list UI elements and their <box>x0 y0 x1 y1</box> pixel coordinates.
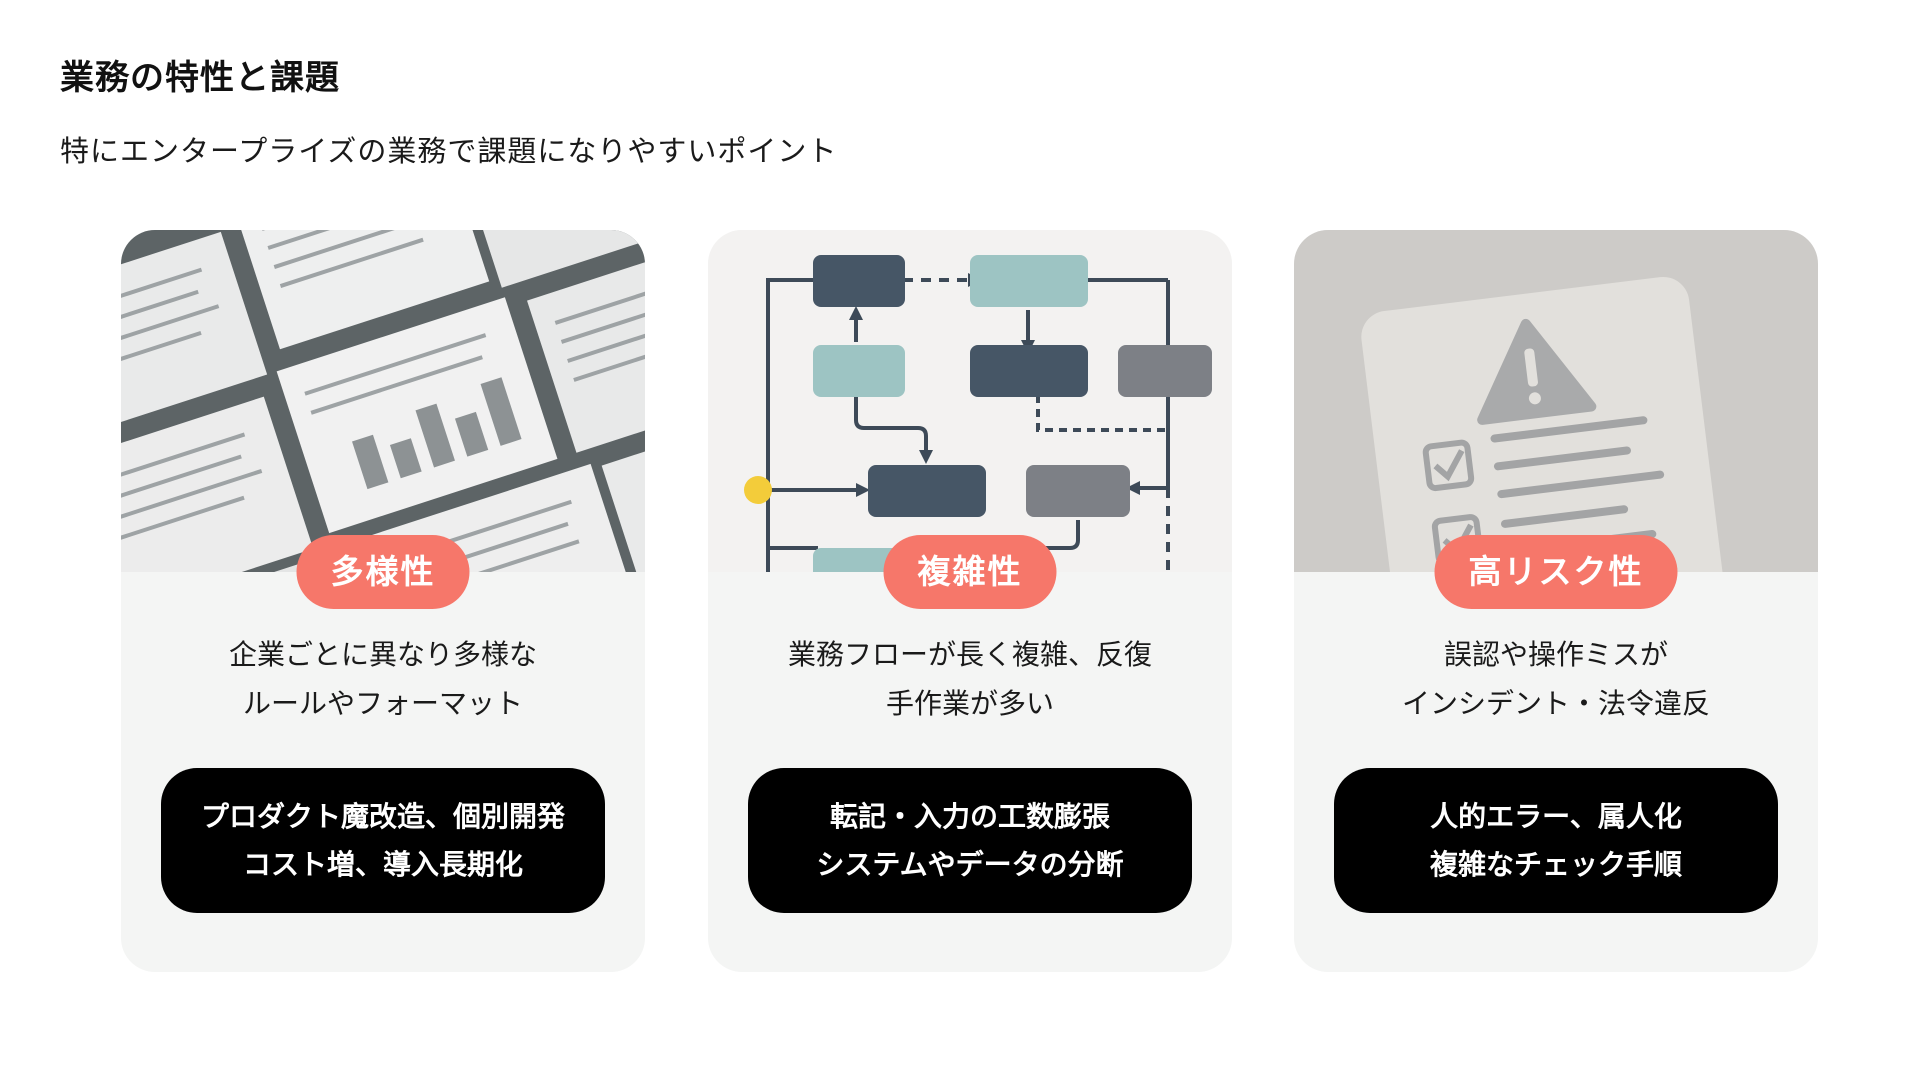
description-line: 業務フローが長く複雑、反復 <box>787 638 1152 671</box>
issue-line: プロダクト魔改造、個別開発 <box>200 799 565 833</box>
description-line: ルールやフォーマット <box>242 687 523 720</box>
page-title: 業務の特性と課題 <box>60 58 340 98</box>
card-high-risk: 高リスク性 誤認や操作ミスが インシデント・法令違反 人的エラー、属人化 複雑な… <box>1294 230 1818 972</box>
warning-checklist-illustration-icon <box>1294 230 1818 572</box>
issue-box: 転記・入力の工数膨張 システムやデータの分断 <box>748 768 1192 913</box>
issue-line: 複雑なチェック手順 <box>1429 847 1682 881</box>
issue-line: コスト増、導入長期化 <box>242 847 523 881</box>
badge-diversity: 多様性 <box>296 535 470 609</box>
issue-box: プロダクト魔改造、個別開発 コスト増、導入長期化 <box>161 768 605 913</box>
page-subtitle: 特にエンタープライズの業務で課題になりやすいポイント <box>60 134 838 168</box>
description-line: 手作業が多い <box>885 687 1054 720</box>
card-description: 企業ごとに異なり多様な ルールやフォーマット <box>121 630 645 728</box>
issue-box: 人的エラー、属人化 複雑なチェック手順 <box>1334 768 1778 913</box>
card-description: 誤認や操作ミスが インシデント・法令違反 <box>1294 630 1818 728</box>
card-complexity: 複雑性 業務フローが長く複雑、反復 手作業が多い 転記・入力の工数膨張 システム… <box>708 230 1232 972</box>
issue-line: 人的エラー、属人化 <box>1430 799 1682 833</box>
issue-line: 転記・入力の工数膨張 <box>829 799 1110 833</box>
card-description: 業務フローが長く複雑、反復 手作業が多い <box>708 630 1232 728</box>
documents-illustration-icon <box>121 230 645 572</box>
description-line: 誤認や操作ミスが <box>1443 638 1668 671</box>
description-line: 企業ごとに異なり多様な <box>228 638 537 671</box>
description-line: インシデント・法令違反 <box>1401 687 1710 720</box>
badge-high-risk: 高リスク性 <box>1434 535 1678 609</box>
flowchart-illustration-icon <box>708 230 1232 572</box>
badge-complexity: 複雑性 <box>883 535 1057 609</box>
card-diversity: 多様性 企業ごとに異なり多様な ルールやフォーマット プロダクト魔改造、個別開発… <box>121 230 645 972</box>
issue-line: システムやデータの分断 <box>816 847 1124 881</box>
